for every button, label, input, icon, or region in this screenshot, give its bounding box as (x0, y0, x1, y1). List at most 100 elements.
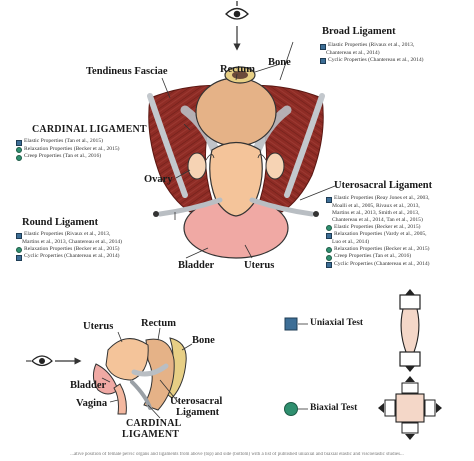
cardinal-ligament-refs: Elastic Properties (Tan et al., 2015) Rel… (16, 138, 120, 161)
tendineus-fasciae-label: Tendineus Fasciae (86, 66, 168, 77)
reference-line: Relaxation Properties (Becker et al., 20… (16, 146, 120, 153)
round-ligament-refs: Elastic Properties (Rivaux et al., 2013,… (16, 231, 122, 261)
ovary-right (265, 152, 285, 180)
side-bladder-label: Bladder (70, 380, 107, 391)
reference-text: Creep Properties (Tan et al., 2016) (334, 253, 412, 259)
legend-connectors (298, 323, 308, 410)
reference-text: Martins et al., 2013, Smith et al., 2013… (332, 209, 420, 216)
ovary-left (187, 152, 207, 180)
side-leader-lines (101, 327, 193, 419)
round-ligament-right (249, 197, 315, 217)
reference-line: Creep Properties (Tan et al., 2016) (16, 153, 120, 161)
reference-line: Elastic Properties (Rivaux et al., 2013, (16, 231, 122, 239)
reference-line: Cyclic Properties (Chantereau et al., 20… (320, 56, 424, 64)
biaxial-marker-icon (326, 254, 332, 261)
bone-core (232, 71, 248, 79)
reference-line: Relaxation Properties (Becker et al., 20… (326, 245, 430, 253)
side-bladder (92, 363, 119, 395)
reference-text: Cyclic Properties (Chantereau et al., 20… (24, 253, 120, 259)
uniaxial-marker-icon (320, 58, 326, 64)
leader-lines (161, 41, 336, 259)
reference-line: Creep Properties (Tan et al., 2016) (326, 253, 430, 261)
reference-line: Martins et al., 2013, Smith et al., 2013… (326, 210, 430, 217)
bone-label: Bone (268, 57, 291, 68)
uniaxial-test-label: Uniaxial Test (310, 318, 364, 328)
tendineus-fasciae-left (147, 93, 188, 198)
reference-text: Relaxation Properties (Vardy et al., 200… (334, 231, 427, 237)
uniaxial-marker (284, 317, 298, 331)
reference-line: Martins et al., 2013, Chantereau et al.,… (16, 239, 122, 246)
top-view-anatomy (147, 66, 325, 259)
reference-line: Elastic Properties (Rivaux et al., 2013, (320, 42, 424, 50)
side-vagina (113, 383, 127, 415)
figure-caption: ...ative position of female pelvic organ… (70, 452, 404, 457)
cardinal-ligament-label: CARDINAL LIGAMENT (32, 124, 147, 135)
round-ligament-left (157, 197, 223, 217)
reference-line: Elastic Properties (Tan et al., 2015) (16, 138, 120, 146)
side-cardinal-label-2: LIGAMENT (122, 429, 180, 440)
uniaxial-marker-icon (326, 232, 332, 239)
uniaxial-marker-icon (320, 43, 326, 50)
reference-text: Elastic Properties (Reay Jones et al., 2… (334, 195, 430, 201)
side-cardinal (130, 380, 152, 410)
side-uterosacral-label-2: Ligament (176, 407, 220, 418)
reference-text: Chantereau et al., 2014, Tan et al., 201… (332, 216, 423, 223)
reference-line: Cyclic Properties (Chantereau et al., 20… (326, 260, 430, 268)
biaxial-marker (284, 402, 298, 416)
reference-text: Cyclic Properties (Chantereau et al., 20… (334, 260, 430, 267)
reference-line: Moalli et al., 2005, Rivaux et al., 2013… (326, 203, 430, 210)
uterosacral-ligament-refs: Elastic Properties (Reay Jones et al., 2… (326, 195, 430, 268)
side-uterosacral (131, 363, 169, 377)
uterus-label: Uterus (244, 260, 275, 271)
reference-line: Chantereau et al., 2014, Tan et al., 201… (326, 217, 430, 224)
uniaxial-marker-icon (16, 232, 22, 239)
broad-ligament-label: Broad Ligament (322, 26, 396, 37)
side-uterus (105, 338, 149, 381)
side-cardinal-label-1: CARDINAL (126, 418, 182, 429)
uterus-shape (209, 141, 263, 217)
ovary-label: Ovary (144, 174, 173, 185)
reference-text: Elastic Properties (Rivaux et al., 2013, (24, 231, 111, 237)
reference-line: Elastic Properties (Reay Jones et al., 2… (326, 195, 430, 203)
biaxial-marker-icon (16, 147, 22, 153)
uniaxial-marker-icon (16, 254, 22, 261)
reference-text: Luo et al., 2014) (332, 238, 370, 245)
reference-text: Creep Properties (Tan et al., 2016) (24, 153, 102, 159)
reference-line: Luo et al., 2014) (326, 239, 430, 246)
eye-icon (225, 1, 249, 20)
biaxial-marker-icon (326, 247, 332, 253)
reference-line: Elastic Properties (Becker et al., 2015) (326, 223, 430, 231)
reference-text: Chantereau et al., 2014) (326, 49, 380, 56)
biaxial-test-label: Biaxial Test (310, 403, 358, 413)
side-uterus-label: Uterus (83, 321, 114, 332)
biaxial-marker-icon (16, 154, 22, 161)
uniaxial-marker-icon (326, 262, 332, 268)
uniaxial-marker-icon (16, 139, 22, 146)
reference-text: Elastic Properties (Rivaux et al., 2013, (328, 42, 415, 48)
reference-line: Cyclic Properties (Chantereau et al., 20… (16, 253, 122, 261)
broad-ligament-refs: Elastic Properties (Rivaux et al., 2013,… (320, 42, 424, 64)
side-view-anatomy (92, 337, 187, 415)
bladder-label: Bladder (178, 260, 215, 271)
side-rectum (143, 338, 175, 411)
rectum-label: Rectum (220, 64, 255, 75)
reference-text: Elastic Properties (Becker et al., 2015) (334, 223, 421, 230)
tendineus-fasciae-right (284, 93, 325, 198)
side-uterosacral-label-1: Uterosacral (170, 396, 223, 407)
reference-line: Relaxation Properties (Becker et al., 20… (16, 245, 122, 253)
side-rectum-label: Rectum (141, 318, 176, 329)
uniaxial-specimen-icon (399, 289, 421, 372)
uterosacral-ligament-label: Uterosacral Ligament (334, 180, 433, 191)
reference-text: Elastic Properties (Tan et al., 2015) (24, 138, 103, 144)
reference-text: Moalli et al., 2005, Rivaux et al., 2013… (332, 202, 420, 209)
reference-text: Martins et al., 2013, Chantereau et al.,… (22, 238, 123, 245)
reference-text: Relaxation Properties (Becker et al., 20… (334, 245, 430, 252)
reference-text: Cyclic Properties (Chantereau et al., 20… (328, 56, 424, 63)
rectum-shape (195, 77, 277, 147)
side-bone-label: Bone (192, 335, 215, 346)
round-ligament-label: Round Ligament (22, 217, 99, 228)
reference-line: Relaxation Properties (Vardy et al., 200… (326, 231, 430, 239)
reference-text: Relaxation Properties (Becker et al., 20… (24, 245, 120, 252)
